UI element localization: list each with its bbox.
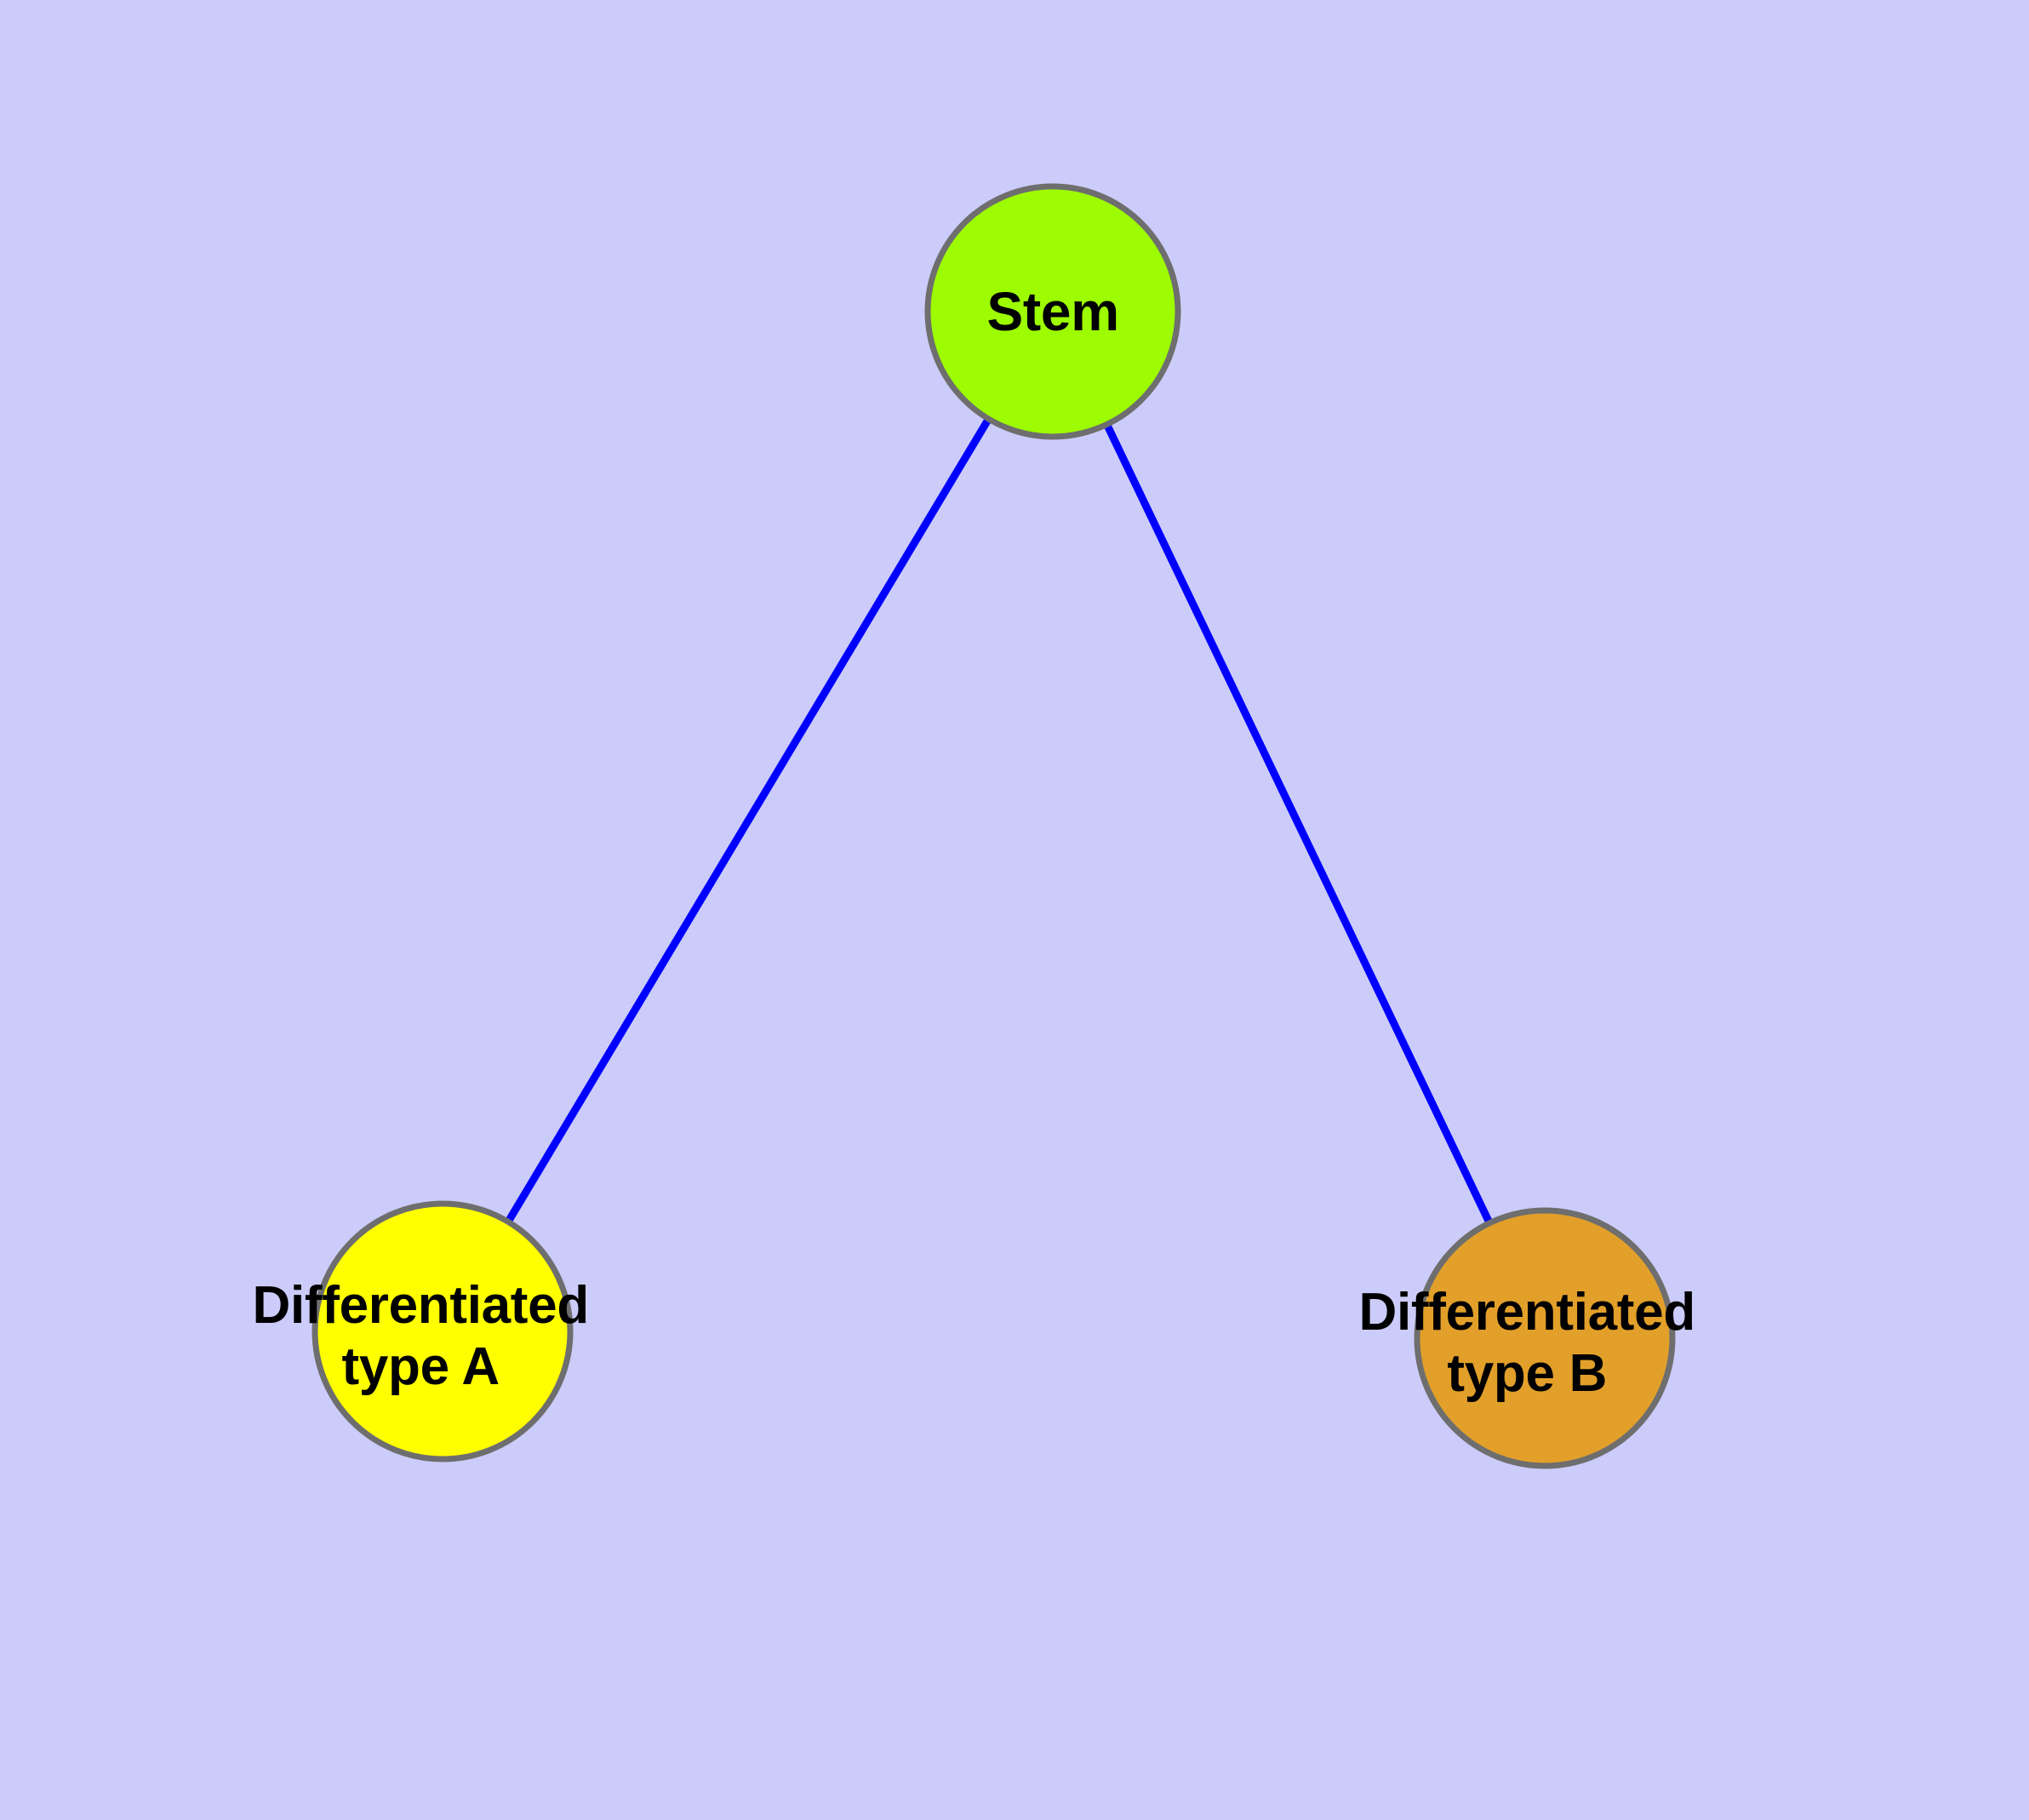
node-layer: [311, 183, 1676, 1469]
graph-edge-stem-to-diff-a[interactable]: [439, 309, 1056, 1334]
edge-layer: [439, 309, 1549, 1340]
graph-node-diff-b[interactable]: [1414, 1207, 1676, 1469]
graph-node-diff-a[interactable]: [311, 1200, 574, 1462]
graph-edge-stem-to-diff-b[interactable]: [1049, 310, 1549, 1340]
graph-node-stem[interactable]: [924, 183, 1181, 440]
